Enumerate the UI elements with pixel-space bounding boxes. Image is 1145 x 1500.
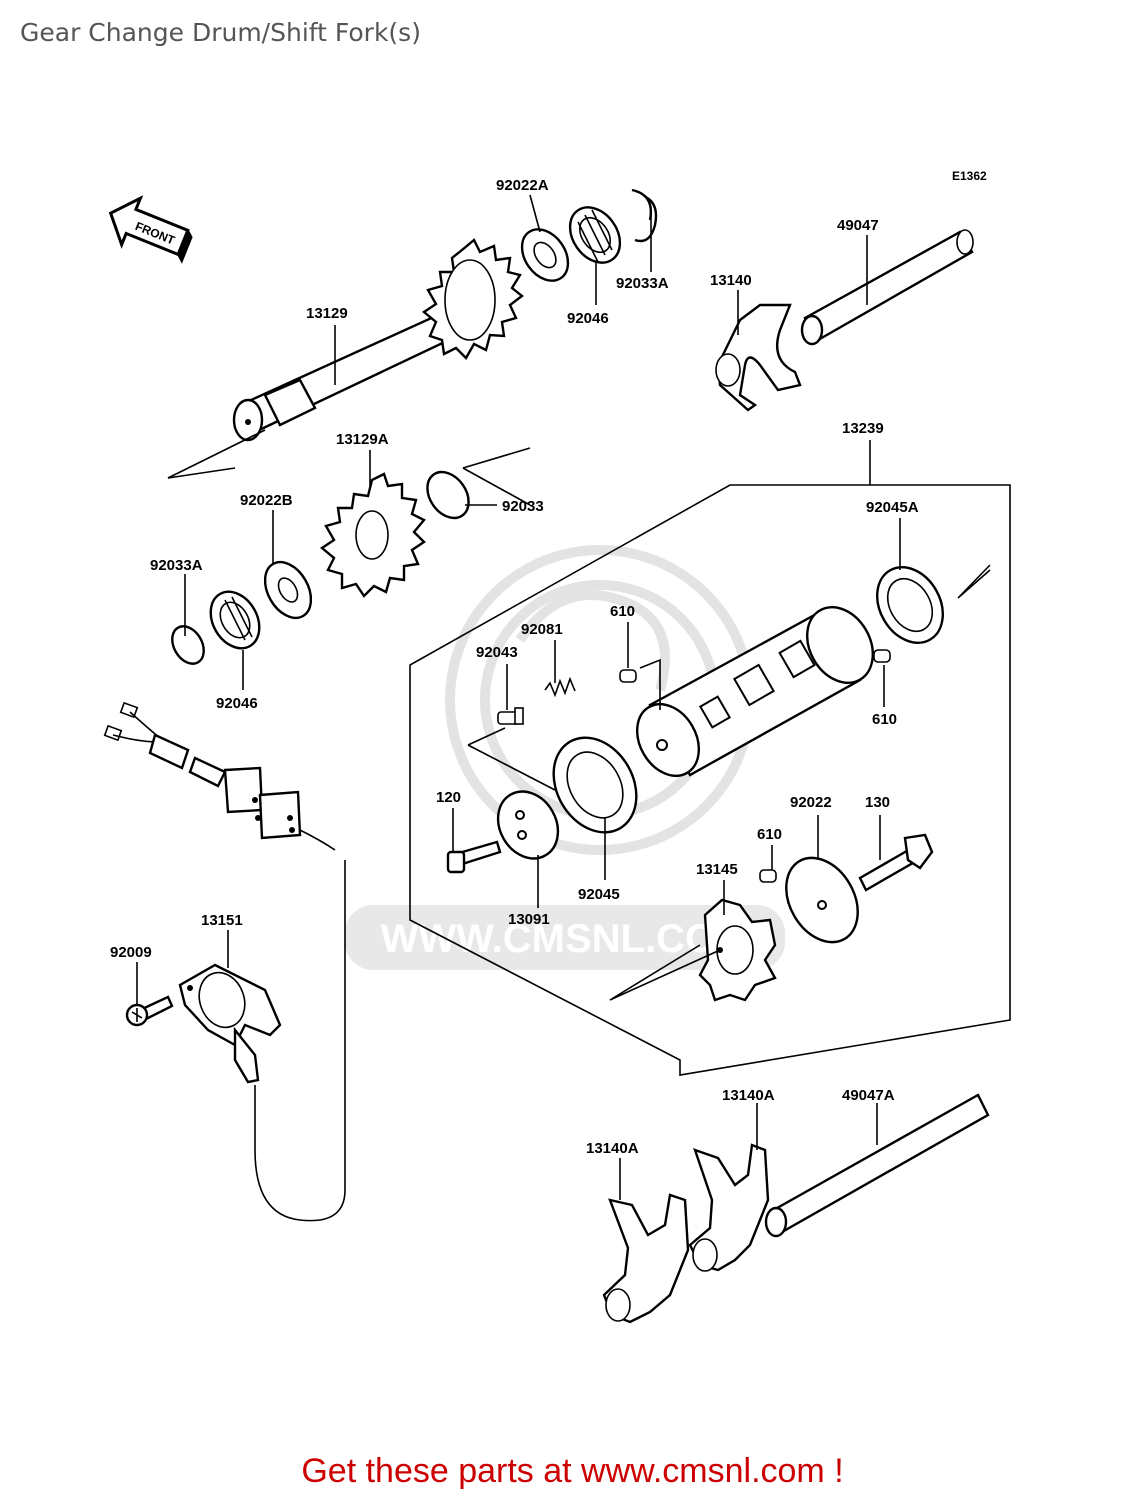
shift-fork-13140	[715, 303, 802, 412]
watermark-text: WWW.CMSNL.COM	[381, 917, 750, 961]
circlip-92033A-top	[631, 188, 658, 243]
exploded-parts-diagram: WWW.CMSNL.COM FRONT E1362	[103, 169, 1011, 1324]
label-92033A-top: 92033A	[616, 275, 669, 292]
fork-shaft-49047	[800, 229, 974, 346]
spring-92081	[544, 676, 576, 698]
washer-92022B	[263, 560, 313, 620]
label-92046-top: 92046	[567, 310, 609, 327]
label-92046-left: 92046	[216, 695, 258, 712]
label-13151: 13151	[201, 912, 243, 929]
label-92022B: 92022B	[240, 492, 293, 509]
label-13145: 13145	[696, 861, 738, 878]
needle-bearing-92046-left	[209, 590, 261, 650]
label-92045: 92045	[578, 886, 620, 903]
label-13140A-right: 13140A	[722, 1087, 775, 1104]
label-13129: 13129	[306, 305, 348, 322]
circlip-92033	[426, 470, 470, 520]
assembly-box-13239	[409, 484, 1011, 1076]
label-13129A: 13129A	[336, 431, 389, 448]
page-title: Gear Change Drum/Shift Fork(s)	[20, 18, 421, 47]
cam-13091	[496, 790, 560, 860]
label-13140A-left: 13140A	[586, 1140, 639, 1157]
label-13091: 13091	[508, 911, 550, 928]
sensor-13151	[178, 963, 282, 1084]
label-130: 130	[865, 794, 890, 811]
gear-13129A	[319, 472, 426, 598]
label-92043: 92043	[476, 644, 518, 661]
shift-fork-13140A-left	[602, 1193, 690, 1324]
bolt-130	[858, 833, 934, 892]
label-49047: 49047	[837, 217, 879, 234]
shift-fork-13140A-right	[688, 1143, 770, 1272]
label-13239: 13239	[842, 420, 884, 437]
bolt-120	[446, 840, 502, 874]
label-92022A: 92022A	[496, 177, 549, 194]
ball-bearing-92045	[552, 736, 638, 834]
shift-shaft-13129	[232, 238, 524, 442]
ball-bearing-92045A	[876, 566, 944, 644]
pin-610-right	[873, 649, 891, 663]
star-plate-13145	[698, 898, 777, 1002]
label-92033: 92033	[502, 498, 544, 515]
label-49047A: 49047A	[842, 1087, 895, 1104]
label-610-right: 610	[872, 711, 897, 728]
front-arrow-icon: FRONT	[108, 195, 193, 264]
footer-link[interactable]: Get these parts at www.cmsnl.com !	[301, 1452, 844, 1490]
washer-92022A	[520, 228, 570, 282]
fork-shaft-49047A	[764, 1093, 990, 1238]
screw-92009	[125, 995, 174, 1027]
gear-change-drum	[635, 606, 874, 777]
label-92045A: 92045A	[866, 499, 919, 516]
washer-92022	[785, 856, 859, 944]
label-13140: 13140	[710, 272, 752, 289]
needle-bearing-92046-top	[568, 206, 622, 264]
label-92033A-left: 92033A	[150, 557, 203, 574]
label-610-top: 610	[610, 603, 635, 620]
pin-92043	[497, 707, 524, 725]
wire-harness	[103, 701, 346, 1222]
label-92022: 92022	[790, 794, 832, 811]
label-120: 120	[436, 789, 461, 806]
pin-610-bottom	[759, 869, 777, 883]
diagram-code: E1362	[952, 169, 987, 183]
label-92081: 92081	[521, 621, 563, 638]
circlip-92033A-left	[171, 625, 205, 665]
label-610-bottom: 610	[757, 826, 782, 843]
label-92009: 92009	[110, 944, 152, 961]
pin-610-top	[619, 669, 637, 683]
